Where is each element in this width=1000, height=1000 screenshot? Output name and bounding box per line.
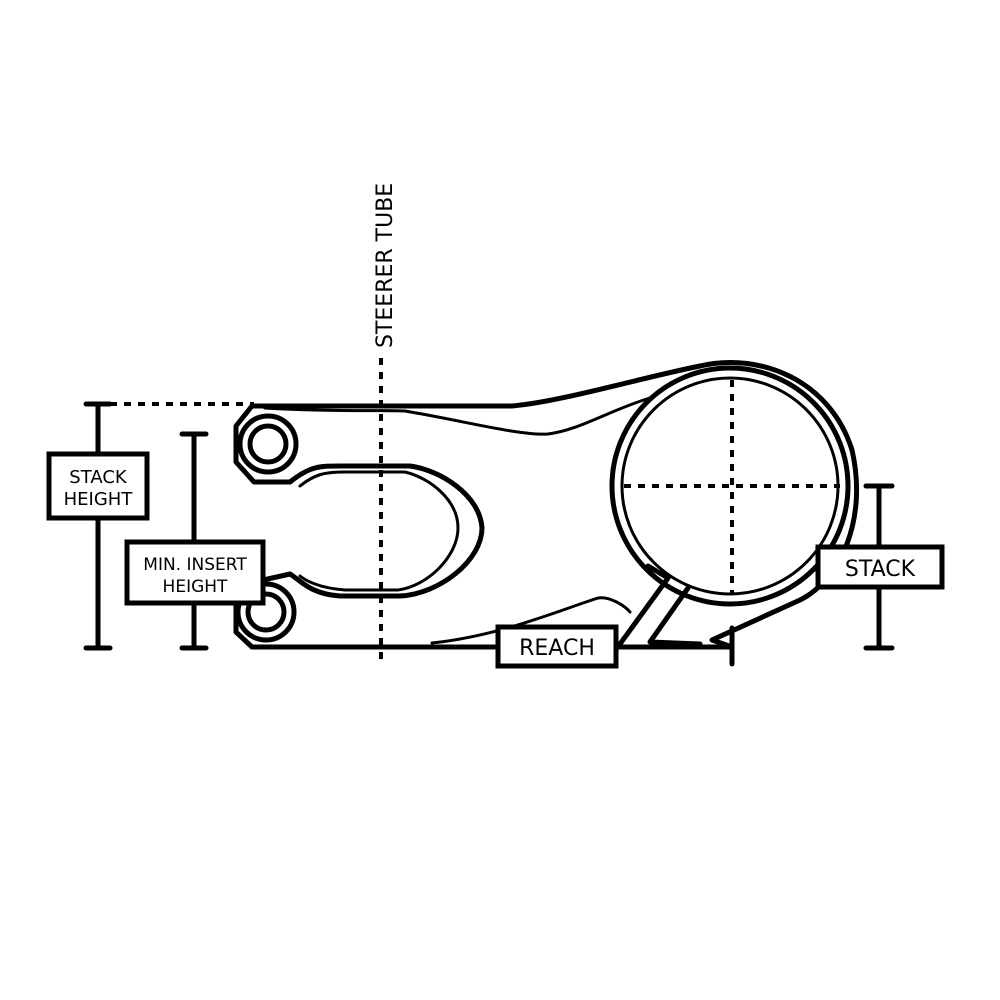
stack-height-label-line1: STACK [69,467,128,488]
stack-height-label-line2: HEIGHT [64,489,134,510]
min-insert-height-label: MIN. INSERT HEIGHT [124,539,266,606]
stem-inner-top-contour [263,396,652,436]
min-insert-label-box [124,539,266,606]
stack-label-box [815,544,945,590]
clamp-slit-arm-left [617,563,671,647]
handlebar-clamp [609,360,860,650]
stem-top-edge [249,363,703,409]
bottom-bolt [235,581,297,643]
stack-label-text: STACK [845,557,916,582]
stack-label: STACK [815,544,945,590]
stem-body [233,363,735,650]
min-insert-label-line2: HEIGHT [163,577,228,597]
min-insert-label-line1: MIN. INSERT [143,555,247,575]
bottom-bolt-inner [245,591,287,633]
stem-slot-inner [298,470,460,592]
steerer-tube-label: STEERER TUBE [373,183,398,348]
reach-label: REACH [495,624,619,669]
top-bolt-outer [237,413,299,475]
top-bolt-inner [247,423,289,465]
stem-slot-cutout [287,463,485,599]
stack-height-label: STACK HEIGHT [46,451,150,521]
clamp-inner-ring [609,365,851,607]
stack-height-dimension [83,401,113,651]
stem-lower-contour [430,596,632,645]
clamp-slit-arm-right [647,585,703,647]
reach-label-box [495,624,619,669]
reach-label-text: REACH [519,636,595,661]
bottom-bolt-outer [235,581,297,643]
stack-height-label-box [46,451,150,521]
top-bolt [237,413,299,475]
